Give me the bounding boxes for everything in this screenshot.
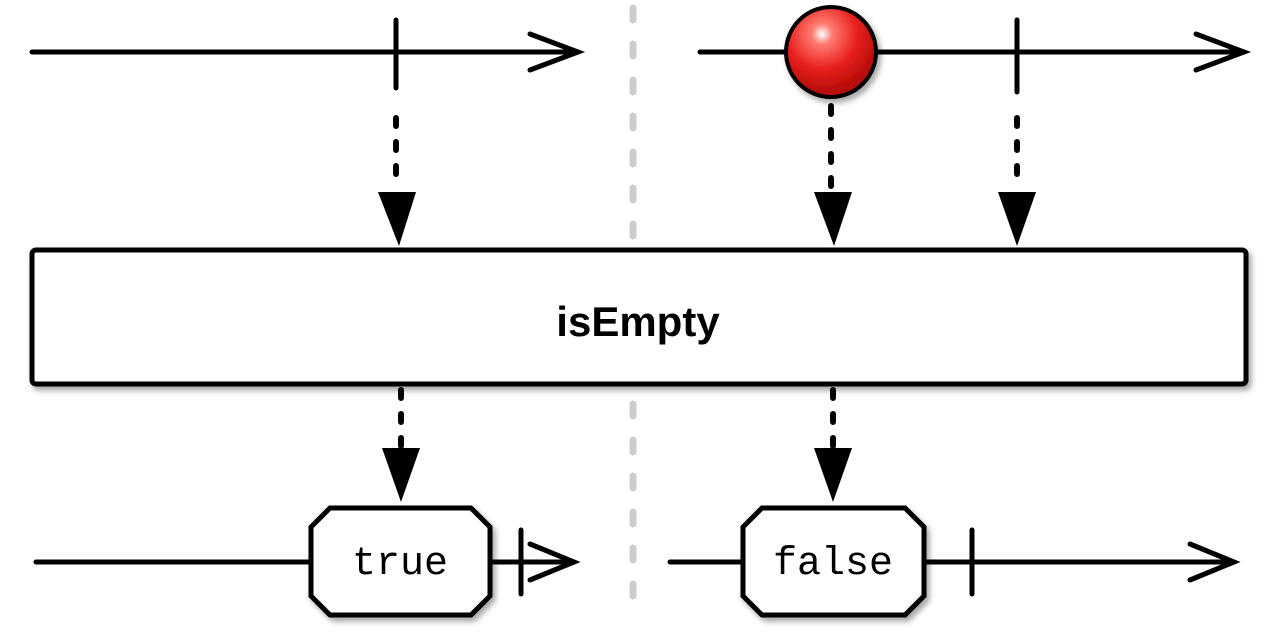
source-timeline-empty: [29, 17, 586, 91]
timeline-arrowhead: [527, 541, 581, 583]
operator-label: isEmpty: [556, 298, 720, 345]
arrowhead: [998, 192, 1036, 246]
arrowhead: [814, 192, 852, 246]
timeline-arrowhead: [527, 31, 586, 73]
operator-box: [29, 247, 1249, 387]
arrowhead: [378, 192, 416, 246]
source-timeline-nonempty: [697, 17, 1252, 95]
output-arrows: [382, 387, 852, 502]
emitted-item-marble: [784, 5, 878, 99]
arrowhead: [382, 448, 420, 502]
result-value-false: false: [773, 542, 893, 587]
result-item-box: [740, 505, 927, 618]
arrowhead: [814, 448, 852, 502]
input-arrows: [378, 103, 1036, 246]
result-timeline-empty: [33, 527, 581, 597]
result-value-true: true: [352, 542, 448, 587]
timeline-arrowhead: [1193, 31, 1252, 73]
result-item-box: [308, 505, 493, 618]
timeline-arrowhead: [1187, 541, 1241, 583]
